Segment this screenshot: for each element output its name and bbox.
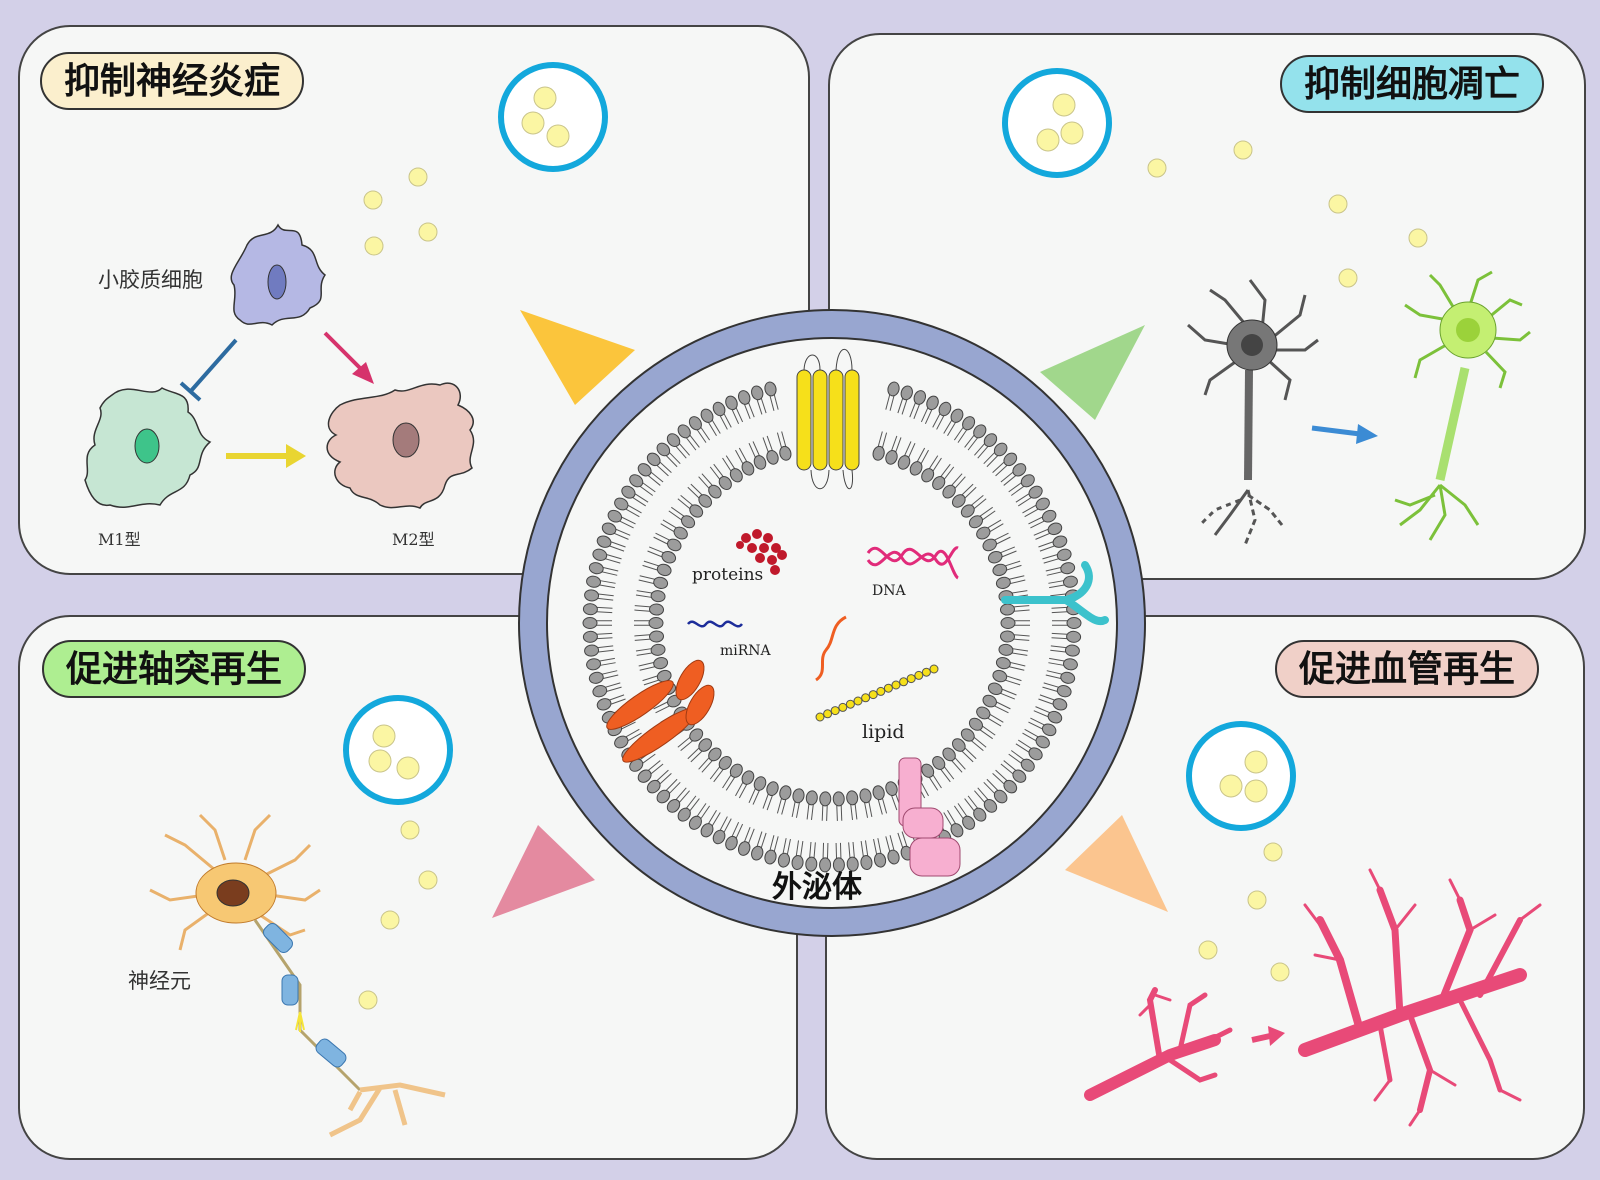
exosome-particles [1198, 842, 1290, 982]
large-blood-vessel [1298, 868, 1542, 1127]
neuron-axon [253, 919, 446, 1138]
exosome-particles [1147, 140, 1428, 288]
m2-nucleus [392, 422, 420, 458]
exosome-inner-area [546, 337, 1118, 909]
inhibit-bar [179, 381, 202, 402]
exosome-particles [358, 820, 438, 1010]
title-angiogenesis: 促进血管再生 [1275, 640, 1540, 698]
triangle-top-right [1040, 325, 1145, 420]
promote-arrow-line [323, 331, 364, 372]
dying-neuron [1187, 279, 1319, 546]
yellow-transmembrane-protein [796, 348, 860, 490]
vesicle-icon [1002, 68, 1112, 178]
vessel-growth-arrow-line [1251, 1033, 1271, 1043]
cyan-receptor [1001, 561, 1109, 626]
lipid-cargo [815, 664, 939, 722]
dna-cargo [866, 546, 960, 580]
rna-strand-cargo [815, 615, 847, 682]
proteins-label: proteins [692, 565, 763, 585]
dying-neuron-nucleus [1241, 334, 1263, 356]
mirna-cargo [687, 620, 743, 628]
orange-membrane-protein [606, 659, 715, 763]
proteins-cargo [736, 529, 787, 575]
microglia-nucleus [267, 264, 287, 300]
neuron-nucleus [216, 879, 250, 907]
exosome-particles [363, 167, 438, 256]
title-apoptosis: 抑制细胞凋亡 [1280, 55, 1545, 113]
m2-label: M2型 [392, 530, 435, 549]
neuron-dendrites [149, 813, 321, 951]
title-axon-regeneration: 促进轴突再生 [42, 640, 307, 698]
vessel-growth-arrow-head [1268, 1026, 1285, 1046]
vesicle-icon [343, 695, 453, 805]
healthy-neuron-nucleus [1456, 318, 1480, 342]
healthy-neuron [1394, 270, 1531, 541]
exosome-title: 外泌体 [772, 870, 862, 905]
microglia-label: 小胶质细胞 [98, 268, 203, 292]
m1-label: M1型 [98, 530, 141, 549]
mirna-label: miRNA [720, 643, 772, 659]
inhibit-line [188, 338, 238, 394]
title-neuroinflammation: 抑制神经炎症 [40, 52, 305, 110]
rescue-arrow-line [1311, 425, 1361, 437]
vesicle-icon [498, 62, 608, 172]
promote-arrow-head [352, 362, 374, 384]
rescue-arrow-head [1356, 424, 1378, 444]
vesicle-icon [1186, 721, 1296, 831]
dna-label: DNA [872, 583, 906, 599]
triangle-bottom-left [492, 825, 595, 918]
pink-membrane-protein [898, 757, 961, 877]
lipid-label: lipid [862, 721, 905, 743]
triangle-bottom-right [1065, 815, 1168, 912]
m1-to-m2-arrow-head [286, 444, 306, 468]
small-blood-vessel [1084, 987, 1233, 1101]
neuron-label: 神经元 [128, 969, 191, 993]
m1-nucleus [134, 428, 160, 464]
triangle-top-left [520, 310, 635, 405]
